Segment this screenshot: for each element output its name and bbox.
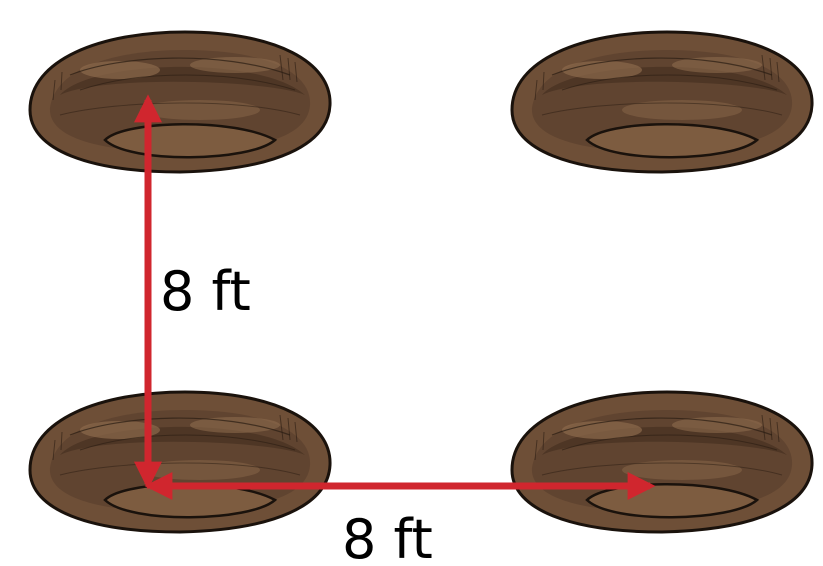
hole-top-right: [510, 30, 814, 174]
horizontal-dimension-label: 8 ft: [342, 508, 433, 566]
vertical-dimension-label: 8 ft: [160, 260, 251, 323]
hole-top-left: [28, 30, 332, 174]
hole-bottom-left: [28, 390, 332, 534]
hole-bottom-right: [510, 390, 814, 534]
